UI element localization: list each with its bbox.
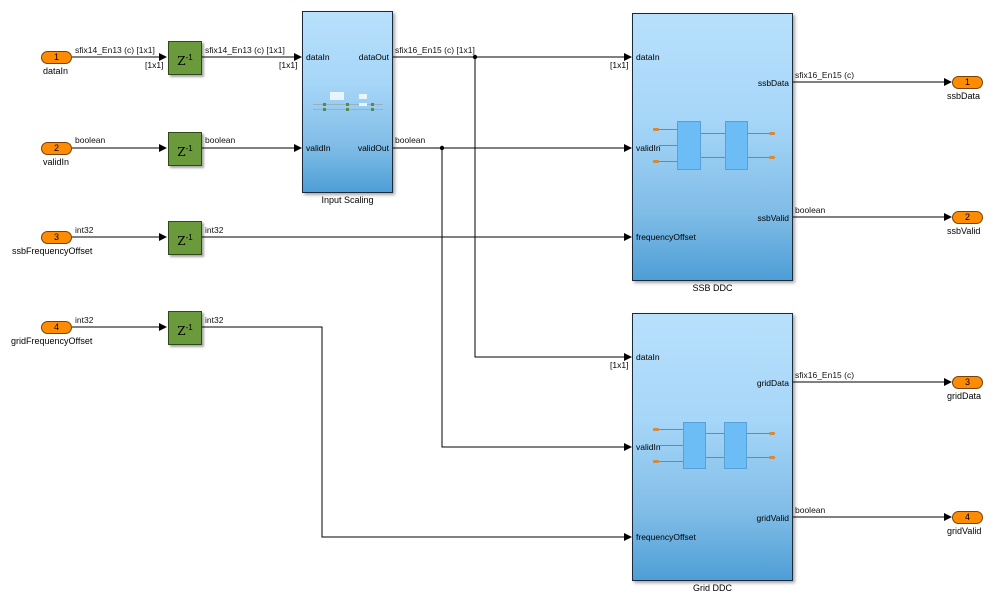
input-scaling-subsystem[interactable]: dataIn validIn dataOut validOut <box>302 11 393 193</box>
dim-label-ssb-datain: [1x1] <box>610 60 629 70</box>
inport-2[interactable]: 2 <box>41 142 72 155</box>
outport-2-name: ssbValid <box>947 226 981 236</box>
delay-4-exponent: -1 <box>185 323 193 332</box>
outport-3-name: gridData <box>947 391 982 401</box>
ssb-ddc-subsystem[interactable]: dataIn validIn frequencyOffset ssbData s… <box>632 13 793 281</box>
signal-label-datain: sfix14_En13 (c) [1x1] <box>75 45 155 55</box>
inport-3[interactable]: 3 <box>41 231 72 244</box>
unit-delay-1[interactable]: Z-1 <box>168 41 202 75</box>
ssb-port-datain: dataIn <box>636 52 660 62</box>
signal-label-ssbfreq: int32 <box>75 225 94 235</box>
unit-delay-4[interactable]: Z-1 <box>168 311 202 345</box>
inport-1-name: dataIn <box>43 66 69 76</box>
grid-ddc-subsystem[interactable]: dataIn validIn frequencyOffset gridData … <box>632 313 793 581</box>
ssb-port-ssbvalid: ssbValid <box>757 213 790 223</box>
signal-label-dataout: sfix16_En15 (c) [1x1] <box>395 45 475 55</box>
inport-1[interactable]: 1 <box>41 51 72 64</box>
grid-port-validin: validIn <box>636 442 661 452</box>
ssb-port-validin: validIn <box>636 143 661 153</box>
delay-3-label: Z <box>177 234 186 248</box>
signal-label-delay3-out: int32 <box>205 225 224 235</box>
delay-4-label: Z <box>177 324 186 338</box>
signal-label-gridfreq: int32 <box>75 315 94 325</box>
ssb-thumbnail-icon <box>653 121 778 173</box>
delay-3-exponent: -1 <box>185 233 193 242</box>
outport-2[interactable]: 2 <box>952 211 983 224</box>
grid-ddc-title: Grid DDC <box>692 583 732 593</box>
wire-gridfreq-to-grid <box>202 326 632 541</box>
dim-label-delay1-out: [1x1] <box>279 60 298 70</box>
outport-4[interactable]: 4 <box>952 511 983 524</box>
signal-label-delay1-out: sfix14_En13 (c) [1x1] <box>205 45 285 55</box>
unit-delay-2[interactable]: Z-1 <box>168 132 202 166</box>
delay-1-label: Z <box>177 54 186 68</box>
scaling-port-dataout: dataOut <box>358 52 389 62</box>
unit-delay-3[interactable]: Z-1 <box>168 221 202 255</box>
scaling-port-validin: validIn <box>306 143 331 153</box>
signal-label-ssbdata: sfix16_En15 (c) <box>795 70 855 80</box>
ssb-ddc-title: SSB DDC <box>692 283 733 293</box>
signal-label-validout: boolean <box>395 135 426 145</box>
input-scaling-title: Input Scaling <box>321 195 374 205</box>
delay-1-exponent: -1 <box>185 53 193 62</box>
signal-label-gridvalid: boolean <box>795 505 826 515</box>
grid-port-griddata: gridData <box>756 378 789 388</box>
signal-label-ssbvalid: boolean <box>795 205 826 215</box>
outport-1[interactable]: 1 <box>952 76 983 89</box>
outport-4-name: gridValid <box>947 526 982 536</box>
outport-1-name: ssbData <box>947 91 981 101</box>
scaling-thumbnail-icon <box>313 92 383 116</box>
delay-2-label: Z <box>177 145 186 159</box>
inport-4[interactable]: 4 <box>41 321 72 334</box>
ssb-port-frequencyoffset: frequencyOffset <box>636 232 696 242</box>
branch-point-data <box>472 54 478 60</box>
signal-label-validin: boolean <box>75 135 106 145</box>
grid-port-gridvalid: gridValid <box>756 513 789 523</box>
grid-port-frequencyoffset: frequencyOffset <box>636 532 696 542</box>
inport-2-name: validIn <box>43 157 70 167</box>
dim-label-grid-datain: [1x1] <box>610 360 629 370</box>
scaling-port-validout: validOut <box>357 143 389 153</box>
branch-point-valid <box>439 145 445 151</box>
grid-thumbnail-icon <box>653 421 778 473</box>
wire-validout-to-grid <box>441 148 632 451</box>
wire-dataout-to-grid <box>474 57 632 361</box>
signal-label-griddata: sfix16_En15 (c) <box>795 370 855 380</box>
signal-label-delay2-out: boolean <box>205 135 236 145</box>
ssb-port-ssbdata: ssbData <box>757 78 789 88</box>
inport-4-name: gridFrequencyOffset <box>11 336 93 346</box>
dim-label-datain: [1x1] <box>145 60 164 70</box>
scaling-port-datain: dataIn <box>306 52 330 62</box>
grid-port-datain: dataIn <box>636 352 660 362</box>
signal-label-delay4-out: int32 <box>205 315 224 325</box>
inport-3-name: ssbFrequencyOffset <box>12 246 93 256</box>
delay-2-exponent: -1 <box>185 144 193 153</box>
outport-3[interactable]: 3 <box>952 376 983 389</box>
